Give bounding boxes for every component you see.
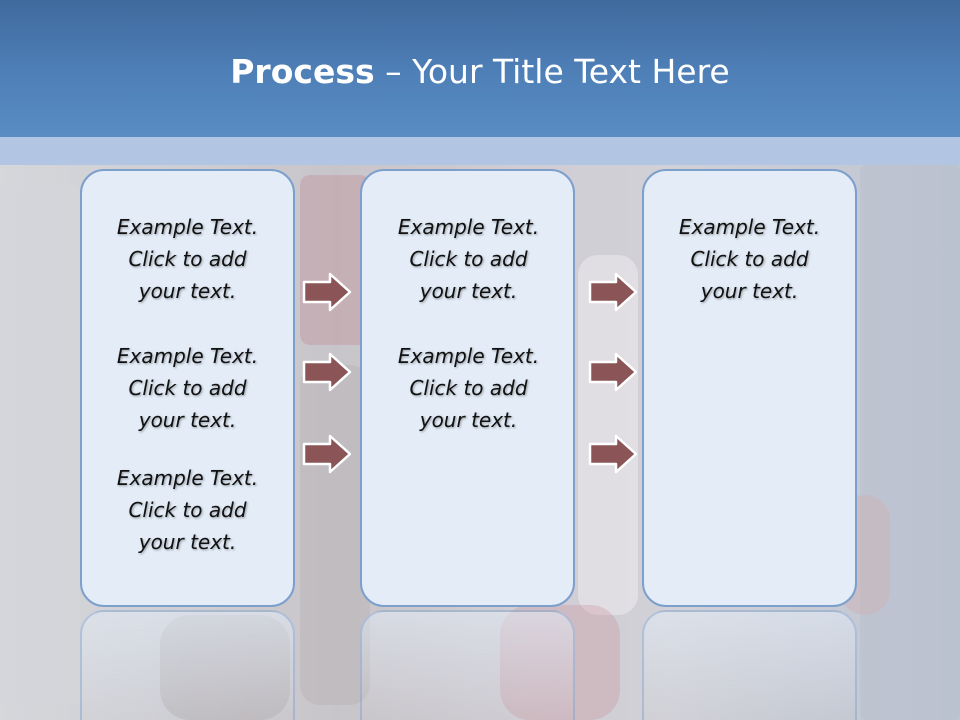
text-line: Example Text.	[397, 215, 540, 239]
text-line: Click to add	[128, 247, 247, 271]
banner-strip	[0, 137, 960, 165]
text-line: Click to add	[690, 247, 809, 271]
text-line: your text.	[419, 408, 518, 432]
text-placeholder[interactable]: Example Text. Click to add your text.	[80, 211, 295, 307]
title-banner	[0, 0, 960, 137]
slide-title[interactable]: Process – Your Title Text Here	[0, 52, 960, 91]
text-line: your text.	[138, 530, 237, 554]
text-line: your text.	[700, 279, 799, 303]
right-arrow-icon	[588, 352, 638, 392]
text-line: your text.	[138, 279, 237, 303]
right-arrow-icon	[302, 434, 352, 474]
text-line: Example Text.	[116, 344, 259, 368]
box-reflection	[360, 610, 575, 720]
box-reflection	[642, 610, 857, 720]
text-line: Example Text.	[397, 344, 540, 368]
text-line: Example Text.	[116, 466, 259, 490]
text-line: Click to add	[128, 498, 247, 522]
text-placeholder[interactable]: Example Text. Click to add your text.	[361, 340, 576, 436]
right-arrow-icon	[302, 272, 352, 312]
text-placeholder[interactable]: Example Text. Click to add your text.	[80, 462, 295, 558]
text-placeholder[interactable]: Example Text. Click to add your text.	[642, 211, 857, 307]
right-arrow-icon	[588, 434, 638, 474]
text-line: your text.	[138, 408, 237, 432]
text-line: Example Text.	[678, 215, 821, 239]
text-line: Example Text.	[116, 215, 259, 239]
text-placeholder[interactable]: Example Text. Click to add your text.	[361, 211, 576, 307]
slide-title-rest: – Your Title Text Here	[374, 52, 730, 91]
text-line: Click to add	[409, 376, 528, 400]
box-reflection	[80, 610, 295, 720]
text-line: Click to add	[128, 376, 247, 400]
right-arrow-icon	[588, 272, 638, 312]
process-box-1[interactable]	[80, 169, 295, 607]
process-box-2[interactable]	[360, 169, 575, 607]
text-line: Click to add	[409, 247, 528, 271]
right-arrow-icon	[302, 352, 352, 392]
slide-title-bold: Process	[230, 52, 375, 91]
process-box-3[interactable]	[642, 169, 857, 607]
text-line: your text.	[419, 279, 518, 303]
text-placeholder[interactable]: Example Text. Click to add your text.	[80, 340, 295, 436]
